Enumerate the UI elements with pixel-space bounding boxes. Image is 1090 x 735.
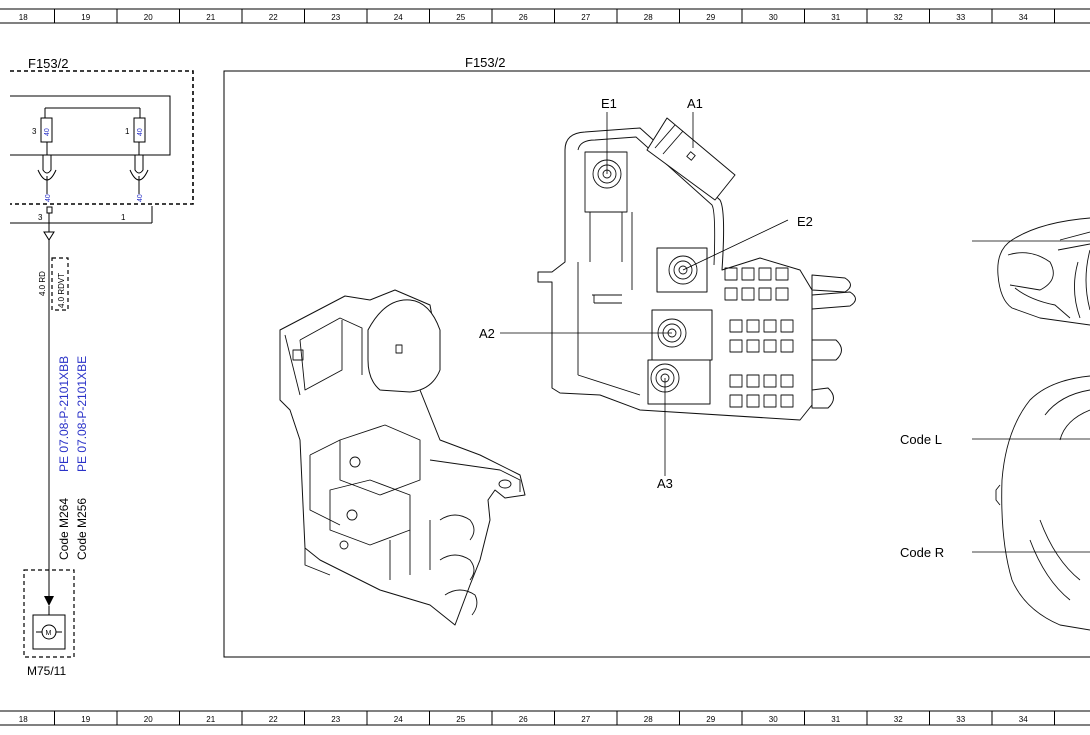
top-ruler-column-label: 24 [394, 13, 403, 22]
callout-a2: A2 [479, 326, 495, 341]
fuse-left-out-value: 40 [45, 194, 52, 202]
top-ruler-column-label: 33 [956, 13, 965, 22]
top-ruler-column-label: 32 [894, 13, 903, 22]
fuse-right-value: 40 [137, 128, 144, 136]
top-ruler-column-label: 27 [581, 13, 590, 22]
callout-e2: E2 [797, 214, 813, 229]
top-ruler-column-label: 20 [144, 13, 153, 22]
wire-label-1: 4.0 RD [38, 271, 47, 296]
fuse-right-pin: 1 [125, 127, 130, 136]
fuse-left-value: 40 [44, 128, 51, 136]
bottom-ruler-column-label: 34 [1019, 715, 1028, 724]
bottom-ruler-column-label: 33 [956, 715, 965, 724]
bottom-ruler-column-label: 25 [456, 715, 465, 724]
wire-pin-left: 3 [38, 213, 43, 222]
bottom-ruler-column-label: 21 [206, 715, 215, 724]
pe-reference-1[interactable]: PE 07.08-P-2101XBB [57, 356, 71, 472]
fuse-holder-frame [10, 95, 171, 156]
motor-label: M75/11 [27, 664, 66, 678]
detail-panel: F153/2 [223, 55, 1090, 658]
callout-code-l: Code L [900, 432, 942, 447]
top-ruler-column-label: 19 [81, 13, 90, 22]
code-m256-label: Code M256 [75, 498, 89, 560]
bottom-ruler-column-label: 24 [394, 715, 403, 724]
bottom-ruler-column-label: 31 [831, 715, 840, 724]
code-m264-label: Code M264 [57, 498, 71, 560]
top-ruler-column-label: 18 [19, 13, 28, 22]
bottom-ruler-column-label: 32 [894, 715, 903, 724]
detail-frame [223, 70, 1090, 658]
top-ruler-column-label: 25 [456, 13, 465, 22]
bottom-ruler-column-label: 29 [706, 715, 715, 724]
bottom-ruler-column-label: 20 [144, 715, 153, 724]
vehicle-top-illustration [972, 217, 1090, 326]
bottom-ruler-column-label: 28 [644, 715, 653, 724]
callout-a3: A3 [657, 476, 673, 491]
vehicle-bottom-illustration [972, 375, 1090, 631]
top-ruler-column-label: 29 [706, 13, 715, 22]
motor-outline [23, 569, 75, 658]
top-ruler-column-label: 22 [269, 13, 278, 22]
top-ruler-column-label: 31 [831, 13, 840, 22]
top-ruler: 18 19 20 21 22 23 24 25 26 27 28 29 30 31 32 33 34 [0, 8, 1090, 24]
top-ruler-column-label: 21 [206, 13, 215, 22]
arrow-down-icon [44, 596, 54, 606]
fuse-right-out-value: 40 [137, 194, 144, 202]
fuse-box-illustration [537, 117, 856, 421]
bottom-ruler-column-label: 19 [81, 715, 90, 724]
top-ruler-column-label: 23 [331, 13, 340, 22]
callout-e1: E1 [601, 96, 617, 111]
callout-code-r: Code R [900, 545, 944, 560]
bottom-ruler-column-label: 23 [331, 715, 340, 724]
pe-reference-2[interactable]: PE 07.08-P-2101XBE [75, 356, 89, 472]
top-ruler-column-label: 28 [644, 13, 653, 22]
callout-a1: A1 [687, 96, 703, 111]
top-ruler-column-label: 34 [1019, 13, 1028, 22]
fuse-box-label: F153/2 [28, 56, 68, 71]
schematic-panel: F153/2 40 3 40 40 1 40 3 1 [10, 56, 194, 678]
bracket-illustration [279, 289, 526, 626]
motor-symbol: M [46, 630, 52, 637]
wire-pin-right: 1 [121, 213, 126, 222]
bottom-ruler-column-label: 27 [581, 715, 590, 724]
bottom-ruler-column-label: 22 [269, 715, 278, 724]
bottom-ruler-column-label: 26 [519, 715, 528, 724]
detail-title: F153/2 [465, 55, 505, 70]
top-ruler-column-label: 26 [519, 13, 528, 22]
top-ruler-column-label: 30 [769, 13, 778, 22]
bottom-ruler-column-label: 30 [769, 715, 778, 724]
wire-label-2: 4.0 RDVT [57, 273, 66, 308]
bottom-ruler: 18 19 20 21 22 23 24 25 26 27 28 29 30 31 32 33 34 [0, 710, 1090, 726]
callout-lines [500, 112, 789, 476]
fuse-left-pin: 3 [32, 127, 37, 136]
bottom-ruler-column-label: 18 [19, 715, 28, 724]
fuse-box-outline [10, 70, 194, 205]
